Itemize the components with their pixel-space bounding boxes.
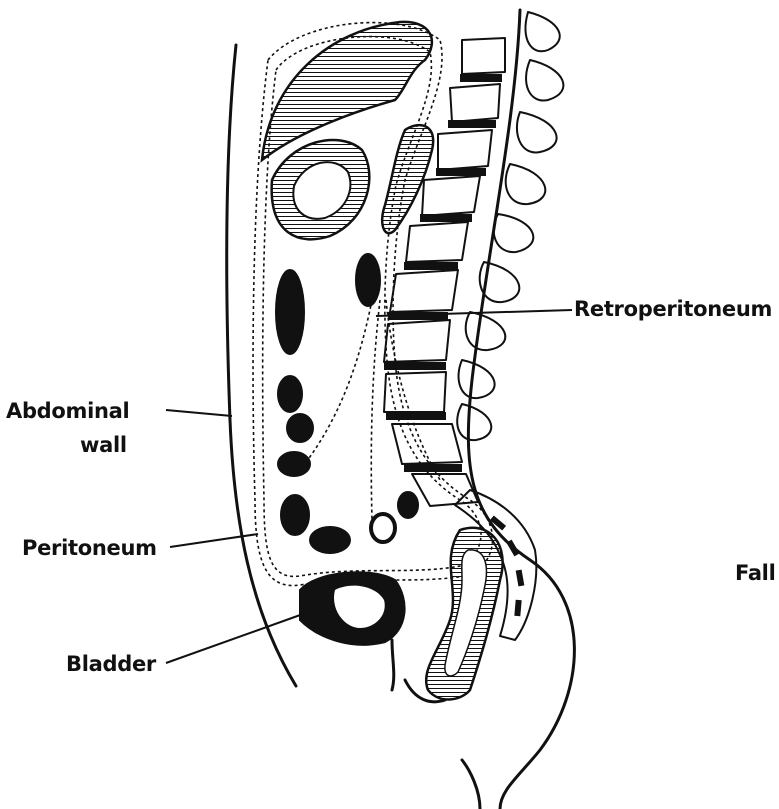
kidney (356, 254, 380, 306)
mesentery-root-dashes-2 (371, 300, 380, 520)
bowel-loop-8 (398, 492, 418, 518)
bowel-loop-6 (310, 527, 350, 553)
bladder-leader (166, 614, 303, 663)
label-abdominal-wall-line2: wall (80, 433, 127, 457)
label-retroperitoneum: Retroperitoneum (574, 297, 772, 321)
label-peritoneum: Peritoneum (22, 536, 157, 560)
bowel-loop-2 (278, 376, 302, 412)
urethra (392, 640, 394, 690)
label-fall: Fall (735, 561, 775, 585)
label-bladder: Bladder (66, 652, 157, 676)
label-abdominal-wall-line1: Abdominal (6, 399, 129, 423)
bowel-loop-5 (281, 495, 309, 535)
bowel-loop-3 (287, 414, 313, 442)
abdominal-wall-leader (166, 410, 232, 416)
bowel-loop-7 (371, 514, 395, 542)
bowel-loop-1 (276, 270, 304, 354)
bowel-loop-4 (278, 452, 310, 476)
buttock-lower-line (462, 760, 480, 809)
mesentery-root-dashes (300, 300, 372, 470)
